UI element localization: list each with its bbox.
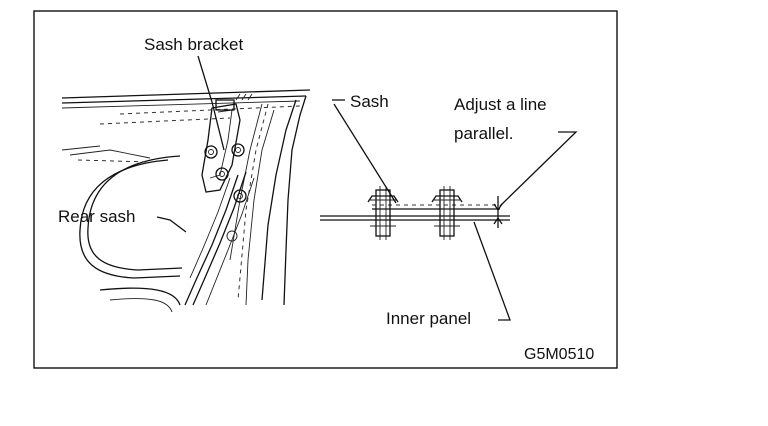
label-sash-bracket: Sash bracket [144,35,243,54]
leader-inner-panel [473,221,511,321]
door-illustration [61,89,311,313]
label-rear-sash: Rear sash [58,207,135,226]
cross-section-illustration [320,186,510,240]
bolt-icon [231,143,245,157]
label-sash: Sash [350,92,389,111]
label-adjust-line-1: Adjust a line [454,95,547,114]
leader-rear-sash [156,216,187,233]
bolt-icon [233,189,247,203]
bolt-icon [204,145,218,159]
leader-adjust-line [499,131,578,207]
figure-code: G5M0510 [524,346,594,363]
bolt-icon [215,167,229,181]
leader-sash-line [333,103,397,204]
label-inner-panel: Inner panel [386,309,471,328]
leader-sash-bracket [197,55,225,151]
figure-frame [33,10,618,369]
label-adjust-line-2: parallel. [454,124,514,143]
